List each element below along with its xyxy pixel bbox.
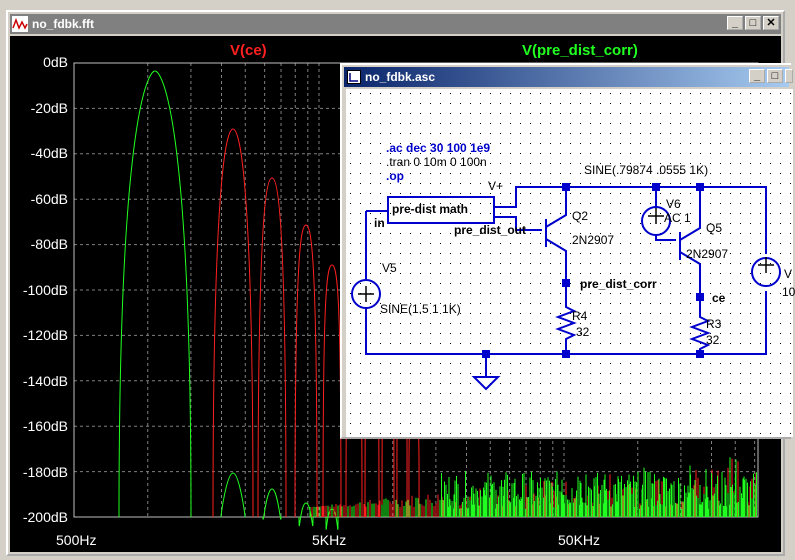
label-r4-val[interactable]: 32 xyxy=(576,325,590,339)
minimize-icon: _ xyxy=(731,16,739,29)
y-tick-4: -80dB xyxy=(30,236,68,252)
x-tick-2: 50KHz xyxy=(558,532,601,548)
y-tick-1: -20dB xyxy=(30,100,68,116)
green-harmonic-peak xyxy=(298,502,314,527)
label-sine-top[interactable]: SINE(.79874 .0555 1K) xyxy=(584,163,709,177)
trace-label-vce[interactable]: V(ce) xyxy=(230,42,267,59)
y-tick-10: -200dB xyxy=(22,509,68,525)
red-harmonic-peak xyxy=(257,177,287,518)
label-predist-out[interactable]: pre_dist_out xyxy=(454,223,527,237)
red-harmonic-peak xyxy=(294,224,318,518)
schematic-canvas[interactable]: .ac dec 30 100 1e9 .tran 0 10m 0 100n .o… xyxy=(346,89,795,437)
schematic-close-button[interactable] xyxy=(785,69,793,83)
label-v-right[interactable]: V xyxy=(784,267,793,281)
maximize-icon: □ xyxy=(749,16,757,29)
directive-ac[interactable]: .ac dec 30 100 1e9 xyxy=(386,141,491,155)
directive-op[interactable]: .op xyxy=(386,169,404,183)
y-tick-8: -160dB xyxy=(22,418,68,434)
green-harmonic-peak xyxy=(220,472,246,518)
red-harmonic-peak xyxy=(212,128,254,518)
directive-tran[interactable]: .tran 0 10m 0 100n xyxy=(386,155,487,169)
minimize-icon: _ xyxy=(753,69,761,82)
y-tick-0: 0dB xyxy=(43,54,68,70)
label-predist-math[interactable]: pre-dist math xyxy=(392,202,469,216)
green-harmonic-peak xyxy=(262,488,282,520)
schematic-titlebar[interactable]: no_fdbk.asc _ □ xyxy=(344,67,793,87)
label-in[interactable]: in xyxy=(374,216,385,230)
close-icon: ✕ xyxy=(766,16,776,29)
y-tick-7: -140dB xyxy=(22,373,68,389)
y-tick-3: -60dB xyxy=(30,191,68,207)
y-tick-6: -120dB xyxy=(22,327,68,343)
fft-title: no_fdbk.fft xyxy=(32,17,94,31)
label-q2[interactable]: Q2 xyxy=(572,209,589,223)
label-v5-sine[interactable]: SINE(1.5 1 1K) xyxy=(380,302,461,316)
schematic-maximize-button[interactable]: □ xyxy=(767,69,783,83)
schematic-icon xyxy=(347,70,361,84)
y-tick-2: -40dB xyxy=(30,145,68,161)
x-tick-1: 5KHz xyxy=(312,532,347,548)
label-v6[interactable]: V6 xyxy=(666,197,681,211)
green-fundamental-peak xyxy=(118,70,192,518)
schematic-title: no_fdbk.asc xyxy=(365,70,436,84)
label-q2-model[interactable]: 2N2907 xyxy=(572,233,615,247)
label-ce[interactable]: ce xyxy=(712,291,726,305)
label-r4[interactable]: R4 xyxy=(572,309,588,323)
close-button[interactable]: ✕ xyxy=(763,16,779,30)
maximize-icon: □ xyxy=(771,69,779,82)
label-v6-ac[interactable]: AC 1 xyxy=(664,211,691,225)
fft-titlebar[interactable]: no_fdbk.fft _ □ ✕ xyxy=(10,14,781,34)
label-predist-corr[interactable]: pre_dist_corr xyxy=(580,277,657,291)
trace-label-vpredistcorr[interactable]: V(pre_dist_corr) xyxy=(522,42,638,59)
label-r3-val[interactable]: 32 xyxy=(706,333,720,347)
minimize-button[interactable]: _ xyxy=(727,16,743,30)
waveform-icon xyxy=(12,16,28,32)
red-harmonic-peak xyxy=(322,264,342,518)
label-vplus[interactable]: V+ xyxy=(488,179,504,193)
label-v-right-val[interactable]: 10 xyxy=(782,285,795,299)
label-v5[interactable]: V5 xyxy=(382,261,397,275)
label-q5-model[interactable]: 2N2907 xyxy=(686,247,729,261)
x-tick-0: 500Hz xyxy=(56,532,97,548)
schematic-window: no_fdbk.asc _ □ xyxy=(340,63,795,439)
schematic-minimize-button[interactable]: _ xyxy=(749,69,765,83)
y-tick-9: -180dB xyxy=(22,464,68,480)
maximize-button[interactable]: □ xyxy=(745,16,761,30)
label-r3[interactable]: R3 xyxy=(706,317,722,331)
label-q5[interactable]: Q5 xyxy=(706,221,723,235)
y-tick-5: -100dB xyxy=(22,282,68,298)
schematic-drawing[interactable] xyxy=(346,89,793,437)
fft-chart[interactable] xyxy=(10,36,781,552)
